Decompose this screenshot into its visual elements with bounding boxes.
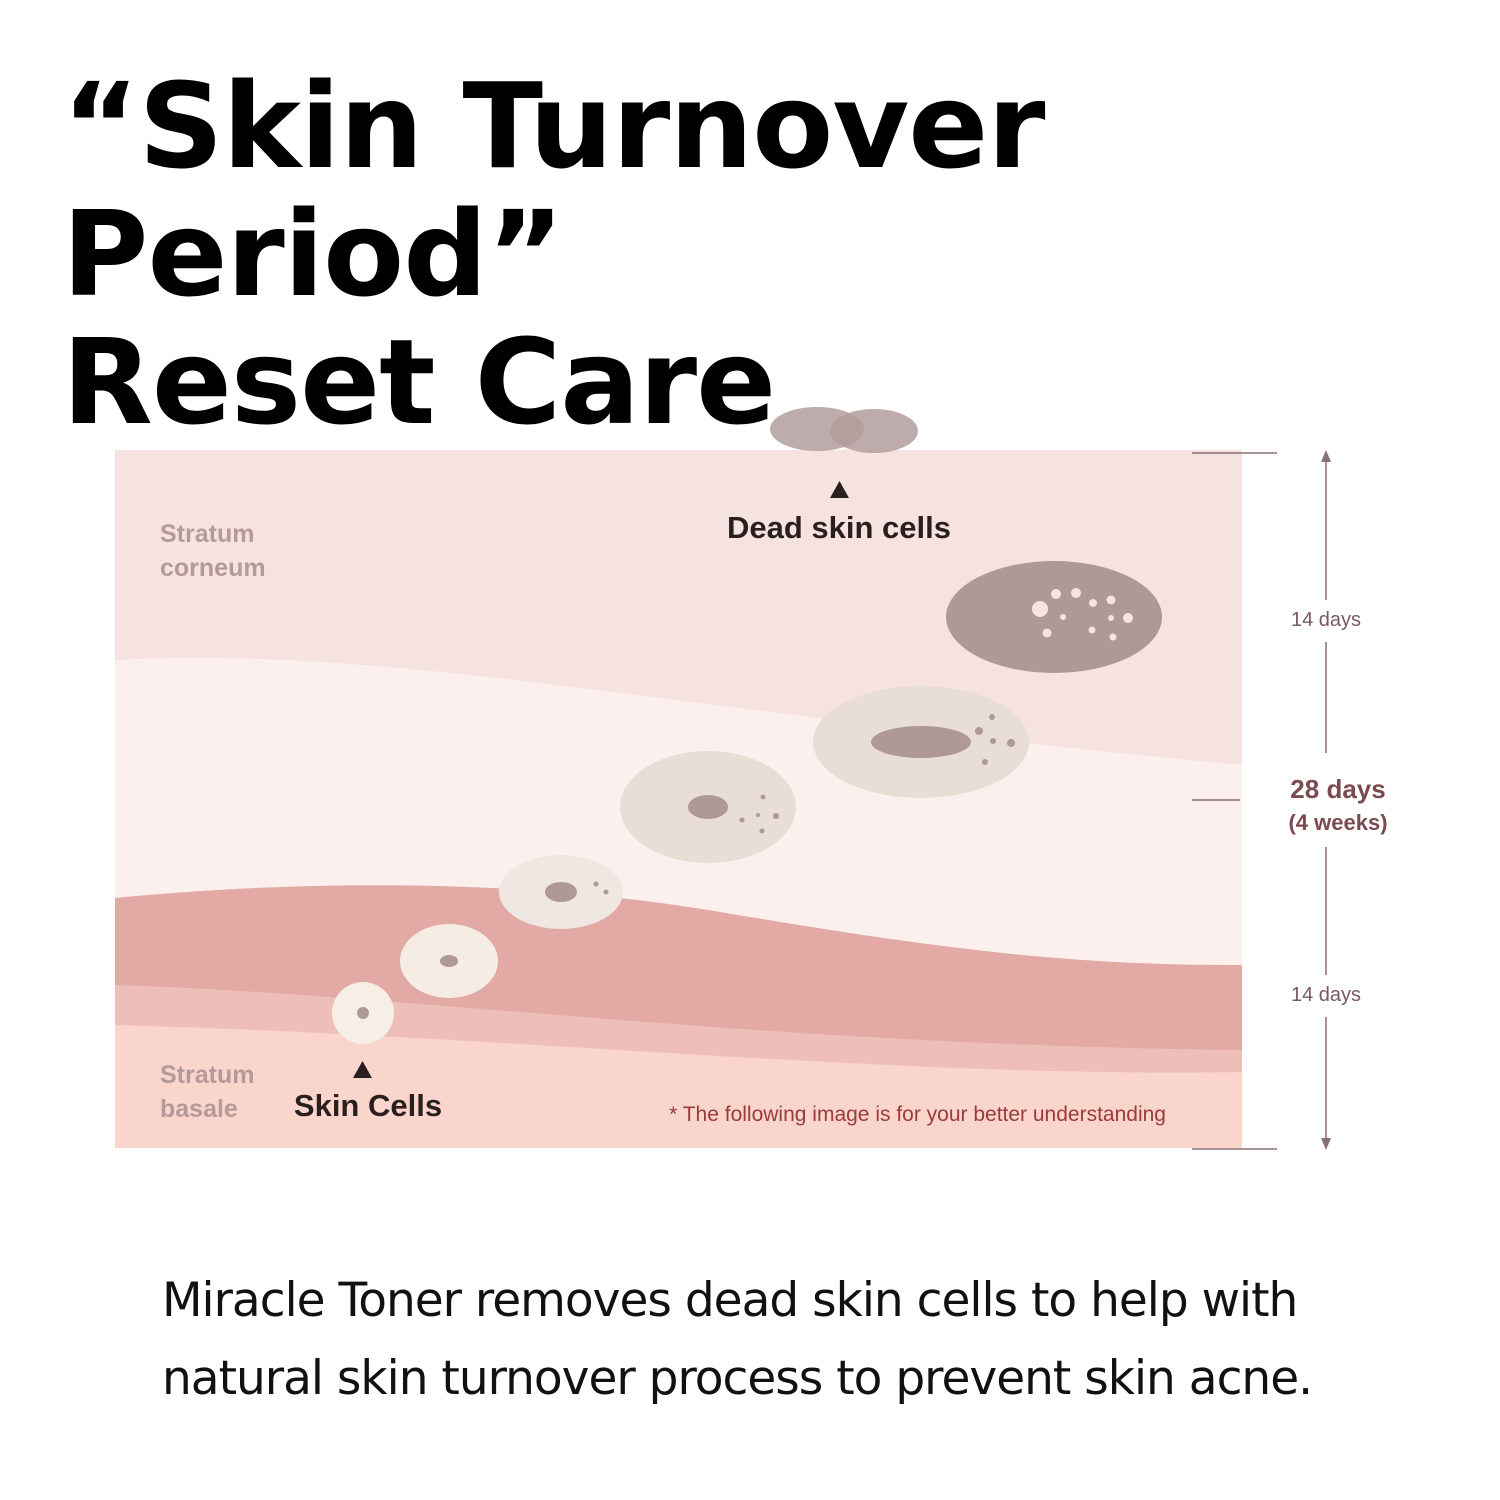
scale-lower-label: 14 days (1291, 984, 1361, 1006)
up-arrow-icon (353, 1061, 372, 1078)
cell-5 (813, 686, 1029, 798)
arrow-up-icon (1321, 450, 1331, 462)
layer-label-bottom: Stratum (160, 1061, 254, 1089)
skin-cells-label: Skin Cells (294, 1088, 442, 1123)
caption-line-1: Miracle Toner removes dead skin cells to… (162, 1273, 1298, 1328)
dead-skin-cells-label: Dead skin cells (727, 510, 951, 545)
cell-1 (332, 982, 394, 1044)
layer-label-top: Stratum (160, 520, 254, 548)
title-line-2: Reset Care (62, 313, 776, 451)
time-scale (1192, 450, 1331, 1150)
cell-6 (946, 561, 1162, 673)
stratum-basale-layer (115, 1025, 1242, 1148)
page-title: “Skin Turnover Period” Reset Care (62, 62, 1500, 446)
layer-label-bottom-2: basale (160, 1095, 238, 1123)
diagram-labels: Stratum corneum Stratum basale Dead skin… (160, 510, 1388, 1126)
dead-skin-cells-shedding (770, 407, 918, 453)
scale-upper-label: 14 days (1291, 609, 1361, 631)
arrow-down-icon (1321, 1138, 1331, 1150)
cell-3 (499, 855, 623, 929)
cell-4 (620, 751, 796, 863)
cell-2 (400, 924, 498, 998)
skin-cells (332, 561, 1162, 1044)
title-line-1: “Skin Turnover Period” (62, 57, 1045, 323)
scale-total-sub-label: (4 weeks) (1288, 810, 1387, 835)
caption: Miracle Toner removes dead skin cells to… (162, 1262, 1313, 1418)
caption-line-2: natural skin turnover process to prevent… (162, 1351, 1313, 1406)
layer-label-top-2: corneum (160, 554, 266, 582)
disclaimer-note: * The following image is for your better… (669, 1103, 1166, 1126)
scale-total-label: 28 days (1290, 774, 1385, 804)
up-arrow-icon (830, 481, 849, 498)
